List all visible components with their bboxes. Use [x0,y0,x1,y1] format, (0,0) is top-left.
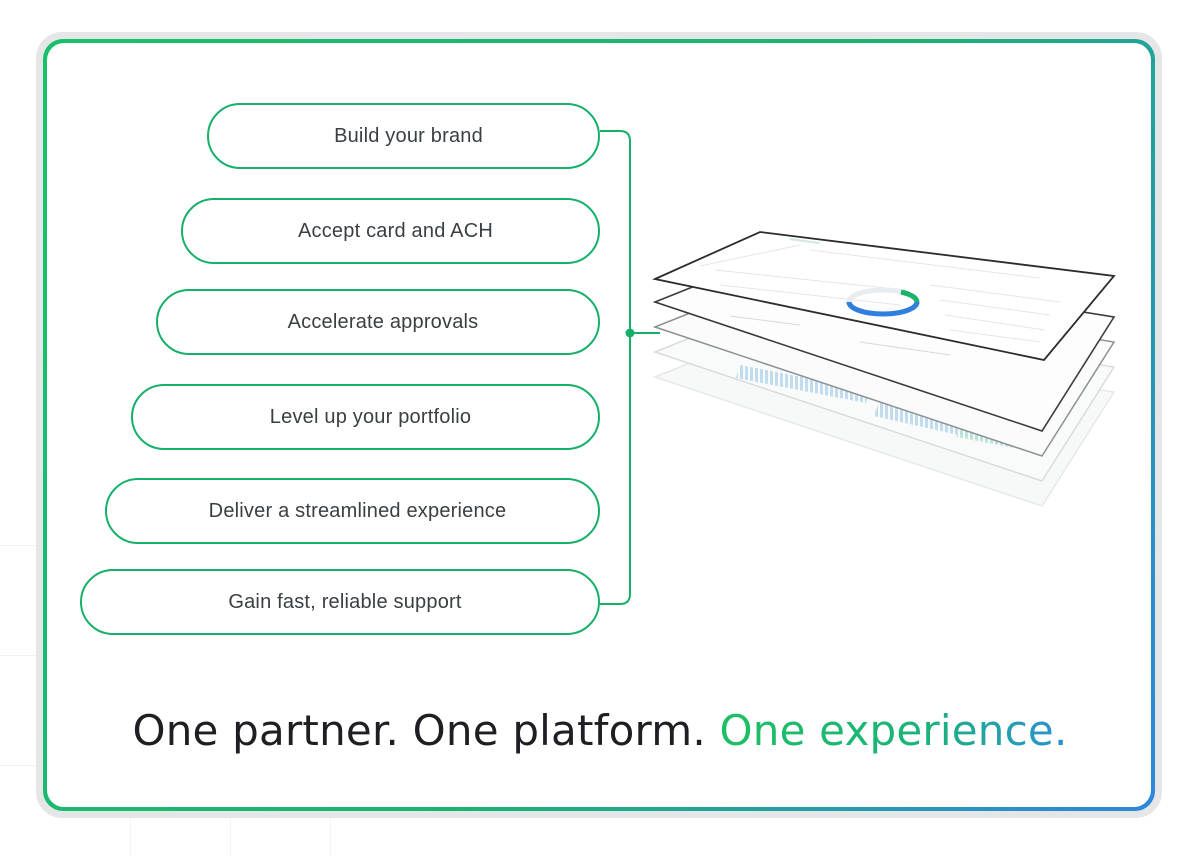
bg-line [0,655,36,656]
pill-streamlined-experience: Deliver a streamlined experience [105,478,600,544]
pill-fast-reliable-support: Gain fast, reliable support [80,569,600,635]
pill-label: Build your brand [334,124,483,147]
bg-line [130,818,131,856]
screen-layer-1 [652,231,1116,361]
bg-line [0,765,36,766]
pill-level-up-portfolio: Level up your portfolio [131,384,600,450]
pill-accelerate-approvals: Accelerate approvals [156,289,600,355]
headline: One partner. One platform. One experienc… [0,706,1200,755]
donut-chart-icon [846,287,920,317]
pill-label: Accept card and ACH [297,219,493,242]
headline-accent: One experience. [719,706,1068,755]
pill-accept-card-ach: Accept card and ACH [181,198,600,264]
bg-line [230,818,231,856]
pill-label: Gain fast, reliable support [228,590,462,613]
headline-part1: One partner. One platform. [132,706,720,755]
pill-build-your-brand: Build your brand [207,103,600,169]
pill-label: Accelerate approvals [287,310,479,333]
pill-label: Level up your portfolio [269,405,472,428]
bg-line [330,818,331,856]
bg-line [0,545,36,546]
pill-label: Deliver a streamlined experience [208,499,507,522]
